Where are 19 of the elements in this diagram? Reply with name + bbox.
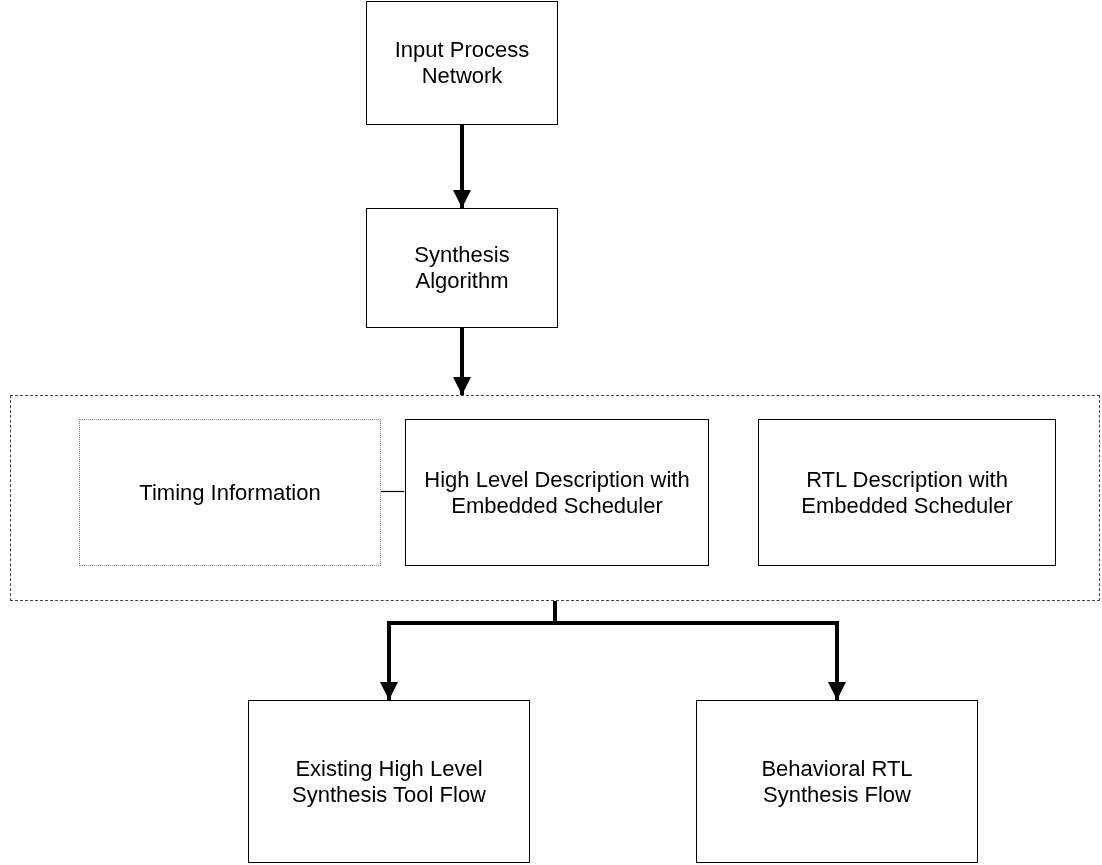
- box-label: Timing Information: [139, 479, 321, 506]
- arrow: [453, 328, 471, 395]
- arrow: [453, 125, 471, 208]
- box-label: RTL Description with Embedded Scheduler: [800, 466, 1014, 519]
- dotted-box: [79, 419, 381, 566]
- process-box: [366, 208, 558, 328]
- arrow: [553, 601, 846, 700]
- box-label: Synthesis Algorithm: [413, 242, 511, 294]
- process-box: [758, 419, 1056, 566]
- dashed-group-box: [10, 395, 1100, 601]
- box-label: High Level Description with Embedded Scheduler: [423, 466, 691, 519]
- box-label: Existing High Level Synthesis Tool Flow: [291, 755, 487, 808]
- process-box: [366, 1, 558, 125]
- connector-line: [379, 490, 405, 493]
- box-label: Input Process Network: [393, 37, 531, 89]
- process-box: [405, 419, 709, 566]
- box-label: Behavioral RTL Synthesis Flow: [760, 755, 914, 808]
- process-box: [248, 700, 530, 863]
- process-box: [696, 700, 978, 863]
